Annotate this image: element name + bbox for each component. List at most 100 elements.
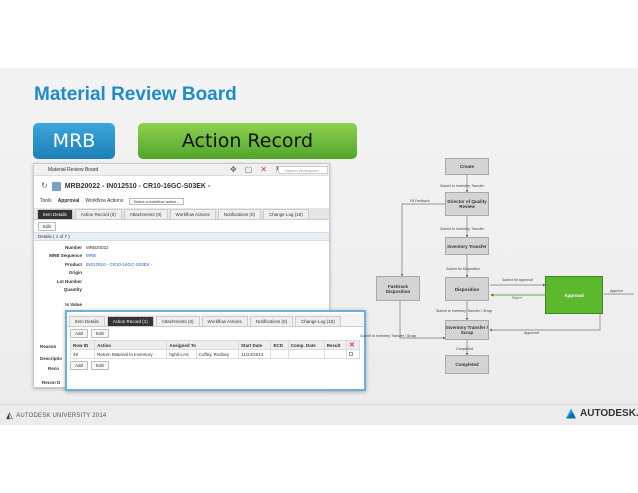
edge-label: Submit to Inventory Transfer / Scrap [360, 334, 416, 338]
tools-label[interactable]: Tools [40, 198, 52, 204]
col-result[interactable]: Result [323, 340, 347, 350]
field-label: Origin [68, 270, 82, 276]
document-icon[interactable]: ▢ [244, 165, 253, 174]
action-record-pill: Action Record [138, 123, 357, 159]
edge-fasttrack [400, 203, 445, 277]
node-approval: Approval [545, 276, 603, 314]
mrb-item-window: Material Review Board ✥ ▢ ✕ ⚑ ⚙ Search W… [33, 163, 330, 388]
edit-button[interactable]: Edit [38, 221, 56, 231]
cell-assigned-to: hphil-LAS [166, 349, 197, 359]
tab-workflow-actions[interactable]: Workflow Actions [201, 316, 248, 326]
edge-label: Approved [524, 331, 539, 335]
autodesk-logo-icon [566, 408, 576, 419]
field-value[interactable]: IN012510 - CR10-16GC-S03EK - [86, 261, 153, 267]
tab-item-details[interactable]: Item Details [37, 209, 73, 219]
node-create: Create [445, 158, 489, 175]
col-start-date[interactable]: Start Date [238, 340, 272, 350]
cell-start-date: 11/24/2014 [238, 349, 272, 359]
tab-action-record[interactable]: Action Record (0) [74, 209, 122, 219]
workflow-connectors [399, 175, 634, 356]
workflow-select[interactable]: Select a workflow action... [129, 197, 184, 205]
au-brand-text: AUTODESK UNIVERSITY 2014 [16, 412, 107, 419]
recon-stub: Recon D [42, 380, 61, 385]
edge-fasttrack-scrap [399, 301, 446, 340]
add-button[interactable]: Add [70, 361, 89, 370]
edit-row: Edit [34, 220, 329, 232]
edge-label: Submit to Inventory Transfer [440, 227, 484, 231]
node-completed: Completed [445, 355, 489, 374]
edge-label: Approve [610, 289, 624, 293]
field-row: Lot Number [34, 277, 329, 286]
tab-workflow-actions[interactable]: Workflow Actions [169, 209, 216, 219]
search-input[interactable]: Search Workspace [278, 166, 328, 174]
node-fasttrack: Fasttrack Disposition [376, 276, 420, 301]
description-stub: Descriptio [40, 356, 63, 361]
field-row: Quantity [34, 286, 329, 295]
cell-row-id: 49 [69, 349, 96, 359]
delete-icon[interactable]: ✕ [348, 342, 355, 349]
edge-label: Submit to Inventory Transfer [440, 184, 484, 188]
tab-notifications[interactable]: Notifications (0) [217, 209, 261, 219]
table-header-row: Row ID Action Assigned To Start Date ECD… [69, 340, 361, 350]
field-value[interactable]: MRB [86, 253, 96, 259]
tab-notifications[interactable]: Notifications (0) [249, 316, 293, 326]
edge-label: Reject [512, 296, 522, 300]
col-ecd[interactable]: ECD [270, 340, 289, 350]
edge-label: Submit for Disposition [446, 267, 481, 271]
node-inventory-transfer: Inventory Transfer [445, 237, 489, 255]
add-button[interactable]: Add [70, 329, 89, 338]
action-record-window: Item Details Action Record (1) Attachmen… [65, 310, 366, 391]
cell-action: Return Material to Inventory [94, 349, 168, 359]
node-director: Director of Quality Review [445, 192, 489, 216]
action-record-table: Row ID Action Assigned To Start Date ECD… [69, 340, 361, 359]
autodesk-university-logo-icon: ◭ [6, 410, 14, 420]
edit-button[interactable]: Edit [91, 361, 109, 370]
col-comp-date[interactable]: Comp. Date [287, 340, 325, 350]
edge-label: Submit to Inventory Transfer / Scrap [436, 309, 492, 313]
autodesk-brand-text: AUTODESK. [580, 408, 638, 419]
workflow-actions-label: Workflow Actions [85, 198, 124, 204]
item-tabs: Item Details Action Record (0) Attachmen… [34, 208, 329, 220]
action-buttons-bottom: Add Edit [67, 359, 364, 372]
action-buttons: Add Edit [67, 327, 364, 340]
app-name: Material Review Board [48, 166, 99, 173]
col-row-id[interactable]: Row ID [69, 340, 96, 350]
workflow-diagram: Create Director of Quality Review Invent… [360, 148, 638, 388]
field-label: Is Value [65, 301, 82, 307]
tab-change-log[interactable]: Change Log (10) [295, 316, 341, 326]
tab-action-record[interactable]: Action Record (1) [106, 316, 154, 326]
field-row: Origin [34, 269, 329, 278]
row-checkbox[interactable] [345, 349, 361, 359]
refresh-icon[interactable]: ↻ [41, 181, 48, 190]
item-header: ↻ MRB20022 - IN012510 - CR10-16GC-S03EK … [34, 176, 329, 196]
col-assigned-to[interactable]: Assigned To [166, 340, 240, 350]
cell-comp-date [287, 349, 325, 359]
node-inventory-scrap: Inventory Transfer / Scrap [445, 320, 489, 340]
move-icon[interactable]: ✥ [230, 165, 237, 174]
table-row[interactable]: 49 Return Material to Inventory hphil-LA… [69, 349, 361, 359]
field-label: Lot Number [56, 278, 82, 284]
field-label: Number [64, 244, 82, 250]
delete-column: ✕ [345, 340, 361, 350]
field-label: Product [64, 261, 82, 267]
tab-attachments[interactable]: Attachments (0) [123, 209, 168, 219]
field-row: Product IN012510 - CR10-16GC-S03EK - [34, 260, 329, 269]
tab-change-log[interactable]: Change Log (10) [263, 209, 309, 219]
edge-label: FA Fasttrack [410, 199, 430, 203]
window-topbar: Material Review Board [34, 164, 329, 176]
footer-divider [0, 404, 638, 405]
col-action[interactable]: Action [94, 340, 168, 350]
node-disposition: Disposition [445, 277, 489, 301]
action-record-tabs: Item Details Action Record (1) Attachmen… [67, 314, 364, 327]
edge-label: Submit for Approval [502, 278, 533, 282]
delete-icon[interactable]: ✕ [260, 165, 267, 174]
checkbox-icon[interactable] [348, 351, 353, 356]
edit-button[interactable]: Edit [91, 329, 109, 338]
tab-attachments[interactable]: Attachments (0) [155, 316, 200, 326]
tab-item-details[interactable]: Item Details [69, 316, 105, 326]
mrb-pill: MRB [33, 123, 115, 159]
details-section-header[interactable]: Details ( 1 of 7 ) [34, 232, 329, 241]
